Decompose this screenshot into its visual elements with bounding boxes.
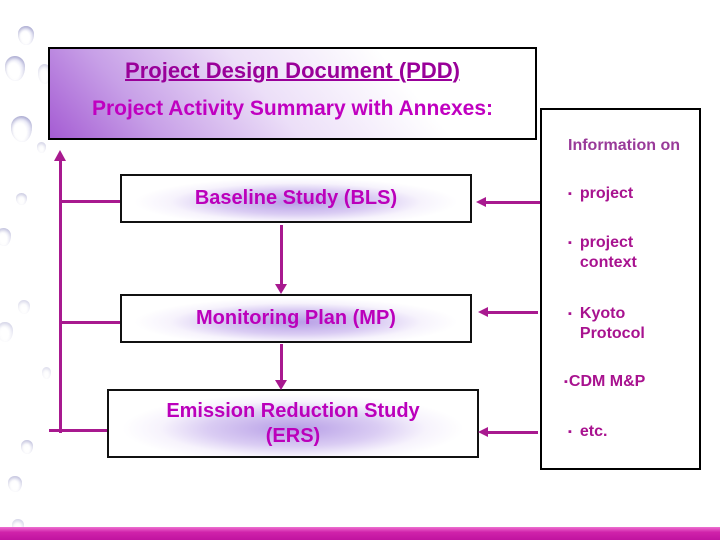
water-drop-decoration <box>38 64 51 84</box>
flow-box-label: Emission Reduction Study (ERS) <box>166 399 420 447</box>
footer-accent-bar <box>0 527 720 540</box>
square-bullet-icon: ▪ <box>568 188 572 201</box>
water-drop-decoration <box>21 440 33 454</box>
left-arrowhead-icon <box>476 197 486 207</box>
left-arrow-to-bls <box>476 197 540 207</box>
info-bullet-cdm-mp: ▪ CDM M&P <box>564 372 693 392</box>
bullet-label: Kyoto Protocol <box>579 304 645 343</box>
down-arrow-shaft <box>280 225 283 284</box>
water-drop-decoration <box>42 367 51 379</box>
left-arrowhead-icon <box>478 307 488 317</box>
info-panel-header: Information on <box>568 137 680 154</box>
slide-title: Project Design Document (PDD) <box>125 58 460 83</box>
water-drop-decoration <box>18 26 34 45</box>
flow-box-emission-reduction-study: Emission Reduction Study (ERS) <box>107 389 479 458</box>
square-bullet-icon: ▪ <box>568 426 572 439</box>
water-drop-decoration <box>37 142 46 153</box>
left-branch-ers <box>49 429 107 432</box>
water-drop-decoration <box>11 116 32 142</box>
water-drop-decoration <box>0 322 13 342</box>
left-branch-mp <box>62 321 120 324</box>
square-bullet-icon: ▪ <box>568 236 572 249</box>
flow-box-label: Monitoring Plan (MP) <box>196 307 396 329</box>
left-branch-bls <box>62 200 120 203</box>
square-bullet-icon: ▪ <box>564 375 568 388</box>
down-arrow-icon <box>275 380 287 390</box>
down-arrow-shaft <box>280 344 283 380</box>
square-bullet-icon: ▪ <box>568 307 572 320</box>
bullet-label: project <box>579 185 634 203</box>
slide-subtitle: Project Activity Summary with Annexes: <box>91 97 494 120</box>
flow-box-baseline-study: Baseline Study (BLS) <box>120 174 472 223</box>
bullet-label: project context <box>579 233 637 272</box>
left-arrow-to-ers <box>478 427 538 437</box>
bullet-label: CDM M&P <box>568 372 646 390</box>
water-drop-decoration <box>18 300 30 314</box>
bullet-label: etc. <box>579 423 608 441</box>
title-box: Project Design Document (PDD) Project Ac… <box>48 47 537 140</box>
water-drop-decoration <box>0 228 11 246</box>
up-arrow-icon <box>54 150 66 161</box>
left-arrow-to-mp <box>478 307 538 317</box>
water-drop-decoration <box>8 476 22 492</box>
left-arrowhead-icon <box>478 427 488 437</box>
water-drop-decoration <box>16 193 27 205</box>
info-bullet-kyoto-protocol: ▪ Kyoto Protocol <box>568 304 693 345</box>
water-drop-decoration <box>5 56 25 81</box>
info-bullet-etc: ▪ etc. <box>568 422 693 442</box>
info-bullet-project-context: ▪ project context <box>568 233 693 274</box>
flow-box-monitoring-plan: Monitoring Plan (MP) <box>120 294 472 343</box>
left-connector-vline <box>59 160 62 433</box>
down-arrow-icon <box>275 284 287 294</box>
flow-box-label: Baseline Study (BLS) <box>194 187 398 209</box>
info-panel: Information on ▪ project ▪ project conte… <box>540 108 701 470</box>
info-bullet-project: ▪ project <box>568 184 693 204</box>
